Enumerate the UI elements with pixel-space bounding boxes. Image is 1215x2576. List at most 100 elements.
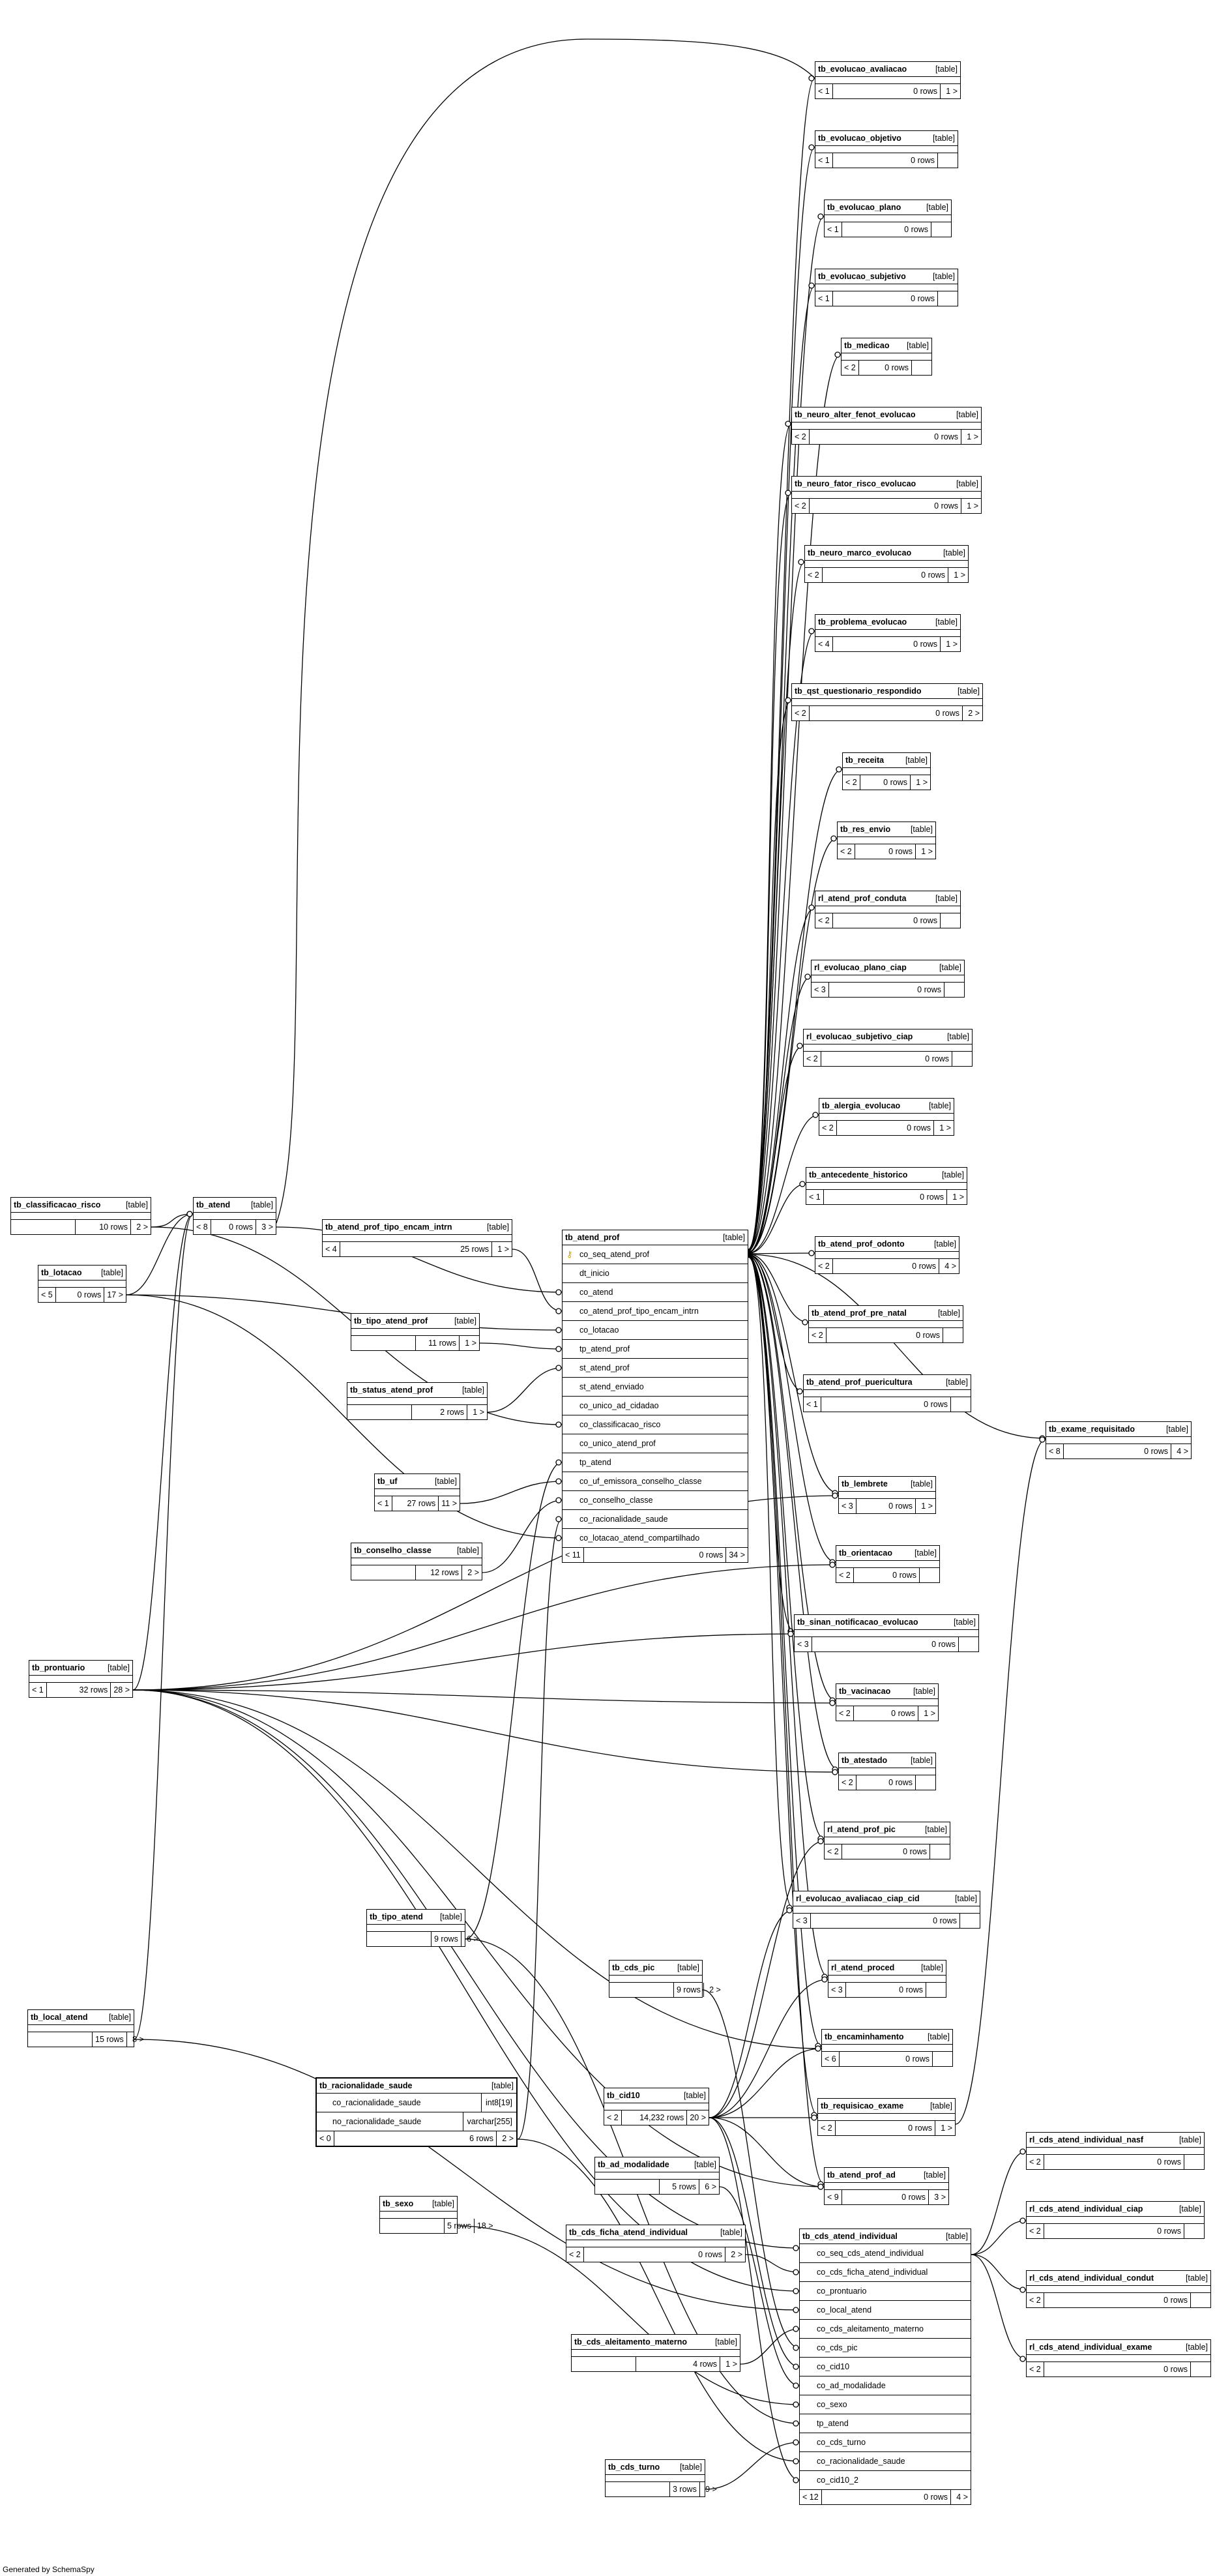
child-count[interactable]: 1 > [921, 1502, 933, 1511]
child-count[interactable] [926, 1983, 946, 1997]
parent-count[interactable] [351, 1336, 416, 1350]
child-count[interactable] [1184, 2224, 1204, 2238]
child-count[interactable]: 2 > [467, 1568, 479, 1577]
column-co-seq-atend-prof[interactable]: ⚷co_seq_atend_prof [563, 1245, 748, 1264]
column-co-atend-prof-tipo-encam-intrn[interactable]: co_atend_prof_tipo_encam_intrn [563, 1302, 748, 1321]
parent-count[interactable]: < 2 [1027, 2362, 1044, 2376]
parent-count[interactable]: < 0 [317, 2131, 334, 2146]
parent-count[interactable]: < 1 [29, 1683, 47, 1697]
child-count[interactable]: 1 > [725, 2360, 737, 2369]
parent-count[interactable]: < 2 [815, 1259, 833, 1273]
parent-count[interactable]: < 5 [38, 1288, 56, 1302]
parent-count[interactable] [28, 2032, 93, 2047]
column-tp-atend-prof[interactable]: tp_atend_prof [563, 1340, 748, 1359]
child-count[interactable]: 1 > [954, 570, 965, 580]
parent-count[interactable]: < 4 [323, 1242, 340, 1256]
column-co-ad-modalidade[interactable]: co_ad_modalidade [800, 2376, 971, 2395]
child-count[interactable]: 17 > [107, 1290, 123, 1299]
table-tb-cds-atend-individual[interactable]: tb_cds_atend_individual[table]co_seq_cds… [799, 2228, 971, 2505]
column-co-seq-cds-atend-individual[interactable]: co_seq_cds_atend_individual [800, 2244, 971, 2263]
child-count[interactable]: 1 > [939, 1123, 951, 1133]
parent-count[interactable]: < 3 [839, 1499, 856, 1513]
child-count[interactable]: 1 > [497, 1245, 509, 1254]
child-count[interactable] [938, 153, 958, 168]
child-count[interactable]: 3 > [261, 1222, 273, 1232]
child-count[interactable]: 1 > [465, 1339, 476, 1348]
parent-count[interactable]: < 1 [815, 153, 833, 168]
column-tp-atend[interactable]: tp_atend [800, 2414, 971, 2433]
child-count[interactable]: 1 > [941, 2124, 952, 2133]
parent-count[interactable]: < 8 [194, 1220, 211, 1234]
column-co-uf-emissora-conselho-classe[interactable]: co_uf_emissora_conselho_classe [563, 1472, 748, 1491]
child-count[interactable]: 6 > [705, 2182, 716, 2191]
child-count[interactable]: 34 > [729, 1550, 745, 1560]
parent-count[interactable]: < 1 [815, 84, 833, 98]
parent-count[interactable]: < 9 [825, 2190, 842, 2204]
column-co-cid10[interactable]: co_cid10 [800, 2358, 971, 2376]
child-count[interactable]: 1 > [952, 1192, 964, 1202]
parent-count[interactable] [380, 2219, 445, 2233]
child-count[interactable] [920, 1568, 939, 1582]
child-count[interactable]: 4 > [1177, 1447, 1188, 1456]
child-count[interactable] [1191, 2362, 1210, 2376]
parent-count[interactable]: < 2 [805, 568, 823, 582]
parent-count[interactable]: < 1 [375, 1496, 392, 1511]
parent-count[interactable]: < 8 [1046, 1444, 1064, 1458]
parent-count[interactable]: < 2 [836, 1706, 854, 1721]
column-co-unico-ad-cidadao[interactable]: co_unico_ad_cidadao [563, 1397, 748, 1415]
parent-count[interactable]: < 3 [795, 1637, 812, 1651]
parent-count[interactable]: < 11 [563, 1548, 584, 1562]
child-count[interactable] [960, 1914, 980, 1928]
parent-count[interactable] [595, 2180, 660, 2194]
parent-count[interactable]: < 2 [604, 2110, 622, 2125]
child-count[interactable] [943, 1328, 963, 1342]
parent-count[interactable] [11, 1220, 76, 1234]
child-count[interactable]: 1 > [967, 501, 978, 511]
child-count[interactable]: 1 > [924, 1709, 935, 1718]
parent-count[interactable]: < 2 [818, 2121, 836, 2135]
parent-count[interactable]: < 2 [836, 1568, 854, 1582]
parent-count[interactable]: < 2 [815, 913, 833, 928]
child-count[interactable] [944, 983, 964, 997]
column-st-atend-prof[interactable]: st_atend_prof [563, 1359, 748, 1378]
child-count[interactable]: 20 > [690, 2113, 706, 2122]
parent-count[interactable]: < 2 [792, 706, 810, 720]
parent-count[interactable]: < 4 [815, 637, 833, 651]
parent-count[interactable]: < 2 [1027, 2293, 1044, 2307]
child-count[interactable] [1191, 2293, 1210, 2307]
child-count[interactable]: 2 > [731, 2250, 742, 2259]
child-count[interactable]: 1 > [946, 87, 958, 96]
child-count[interactable]: 1 > [921, 847, 933, 856]
table-tb-atend-prof-tipo-encam-intrn[interactable]: tb_atend_prof_tipo_encam_intrn[table]< 4… [322, 1219, 512, 1257]
column-co-racionalidade-saude[interactable]: co_racionalidade_saude [800, 2452, 971, 2471]
